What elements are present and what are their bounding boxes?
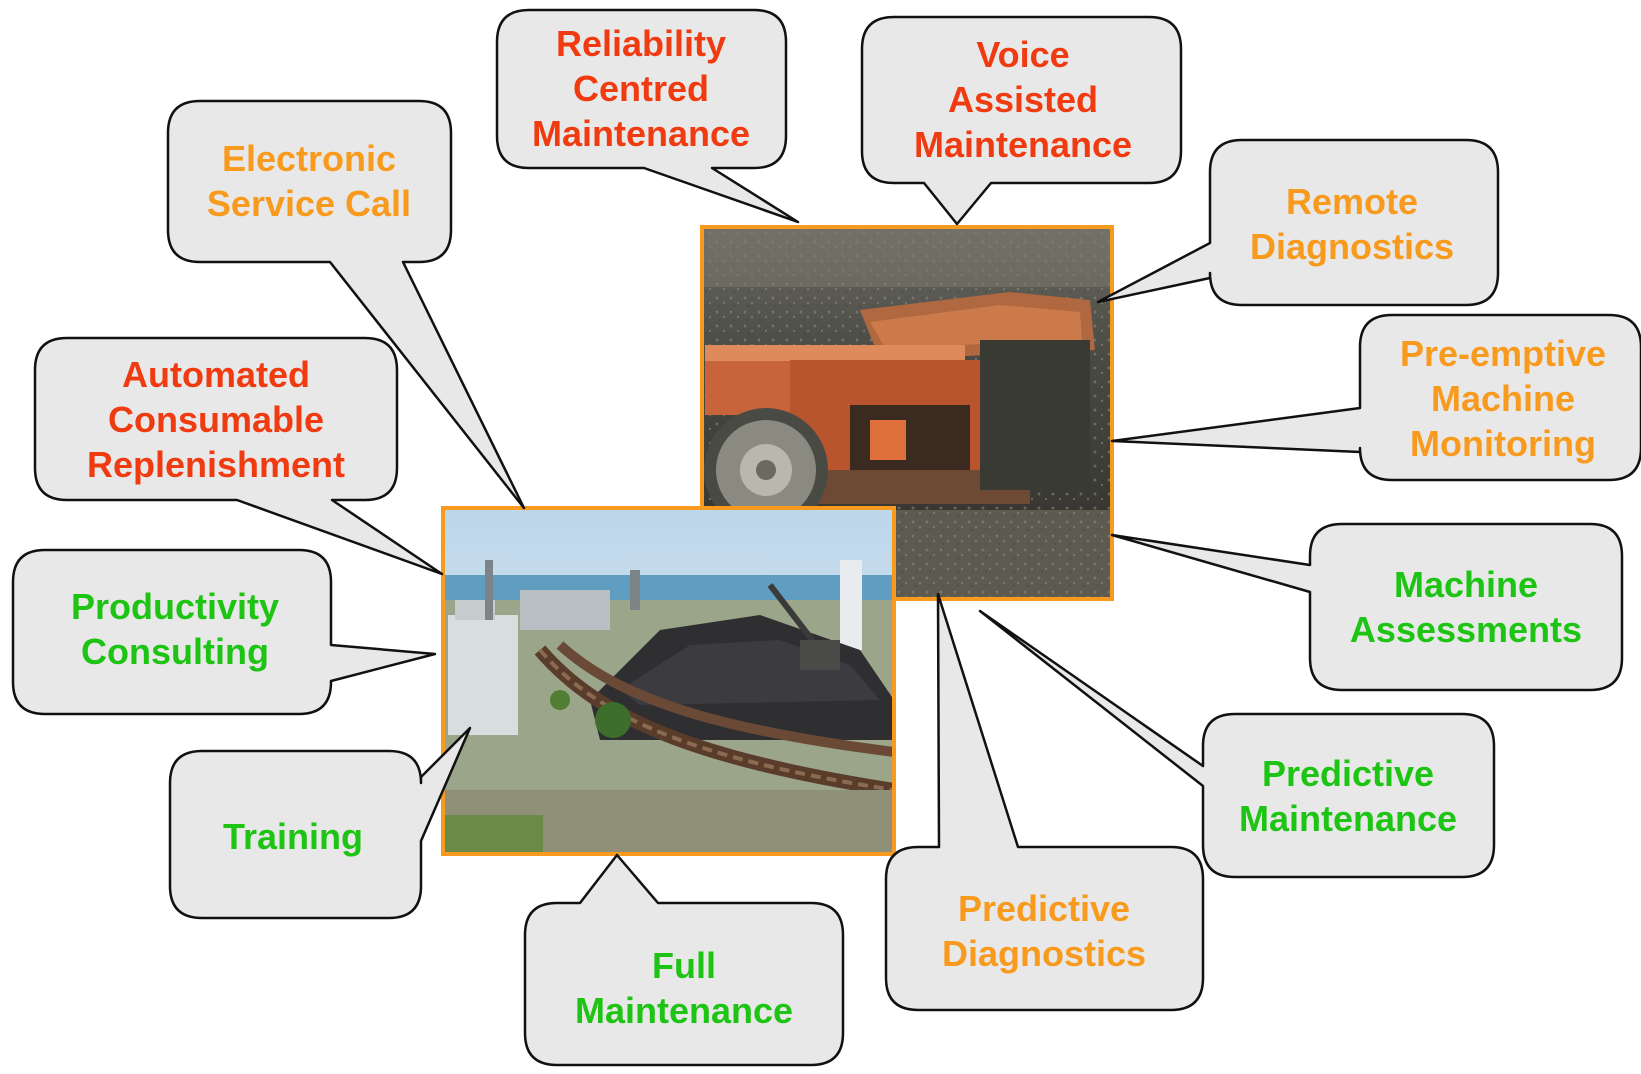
- callout-label-line: Reliability: [556, 23, 726, 64]
- callout-label-line: Remote: [1286, 181, 1418, 222]
- callout-label-line: Diagnostics: [942, 933, 1146, 974]
- callout-bubble: [168, 726, 472, 920]
- callout-label-line: Electronic: [222, 138, 396, 179]
- port-stockyard-photo: [443, 508, 896, 854]
- callout-bubble: [523, 853, 845, 1067]
- callout-label-line: Training: [223, 816, 363, 857]
- callout-label-line: Replenishment: [87, 444, 345, 485]
- port-photo-frame: [441, 506, 896, 856]
- callout-training: Training: [168, 726, 472, 920]
- callout-label-line: Predictive: [1262, 753, 1434, 794]
- callout-bubble: [860, 15, 1183, 226]
- callout-label-line: Automated: [122, 354, 310, 395]
- callout-label-line: Diagnostics: [1250, 226, 1454, 267]
- callout-label-line: Maintenance: [532, 113, 750, 154]
- callout-label-line: Monitoring: [1410, 423, 1596, 464]
- callout-label-line: Maintenance: [914, 124, 1132, 165]
- callout-label-line: Machine: [1431, 378, 1575, 419]
- callout-label-line: Voice: [976, 34, 1069, 75]
- callout-label-line: Predictive: [958, 888, 1130, 929]
- callout-label-line: Full: [652, 945, 716, 986]
- callout-label-line: Maintenance: [1239, 798, 1457, 839]
- callout-bubble: [33, 336, 444, 576]
- callout-bubble: [495, 8, 800, 224]
- callout-label-line: Assessments: [1350, 609, 1582, 650]
- callout-label-line: Pre-emptive: [1400, 333, 1606, 374]
- callout-bubble: [1110, 522, 1624, 692]
- callout-label-line: Service Call: [207, 183, 411, 224]
- callout-bubble: [1096, 138, 1500, 307]
- callout-bubble: [166, 99, 526, 510]
- callout-bubble: [11, 548, 437, 716]
- callout-label-line: Assisted: [948, 79, 1098, 120]
- callout-bubble: [884, 592, 1205, 1012]
- callout-label-line: Consumable: [108, 399, 324, 440]
- callout-label-line: Consulting: [81, 631, 269, 672]
- callout-label-line: Productivity: [71, 586, 279, 627]
- callout-label-line: Machine: [1394, 564, 1538, 605]
- callout-label-line: Maintenance: [575, 990, 793, 1031]
- callout-bubble: [978, 609, 1496, 879]
- callout-bubble: [1110, 313, 1641, 482]
- mine-photo-frame: [700, 225, 1114, 601]
- callout-label-line: Centred: [573, 68, 709, 109]
